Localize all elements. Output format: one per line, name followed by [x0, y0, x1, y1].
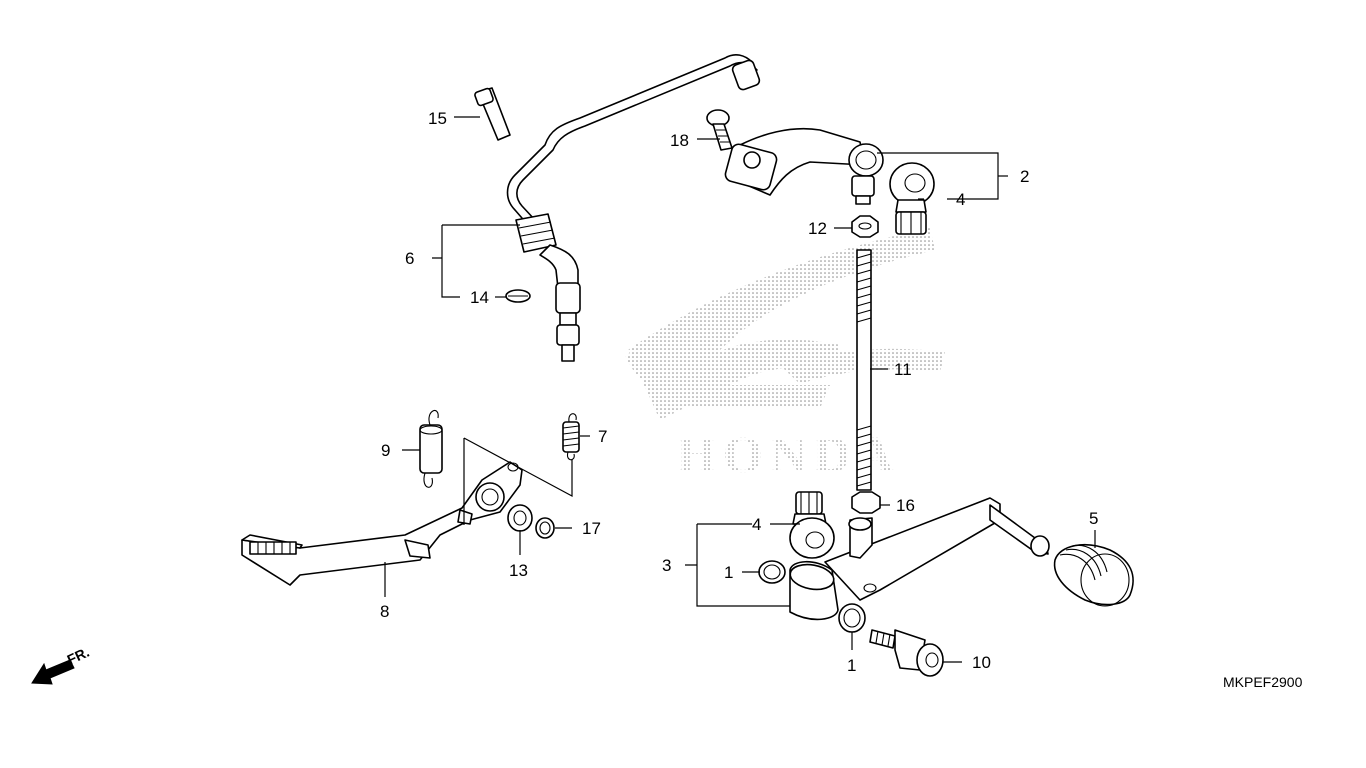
leader-lines [384, 116, 1096, 663]
callout-14: 14 [470, 288, 489, 307]
callout-17: 17 [582, 519, 601, 538]
callout-4-upper: 4 [956, 190, 965, 209]
callout-13: 13 [509, 561, 528, 580]
callout-4-lower: 4 [752, 515, 761, 534]
callout-16: 16 [896, 496, 915, 515]
front-label: FR. [65, 644, 92, 668]
callout-10: 10 [972, 653, 991, 672]
part-16-nut [851, 491, 881, 514]
part-4-lower-joint [789, 491, 835, 559]
callout-3: 3 [662, 556, 671, 575]
part-5-footpeg-rubber [1053, 544, 1134, 607]
part-12-nut [851, 215, 879, 238]
callout-5: 5 [1089, 509, 1098, 528]
callout-1-upper: 1 [724, 563, 733, 582]
part-14-small-clip [505, 289, 531, 303]
part-8-brake-pedal [241, 461, 523, 586]
part-1-upper-seal [758, 560, 786, 584]
part-9-spring [419, 409, 443, 488]
callout-8: 8 [380, 602, 389, 621]
callout-7: 7 [598, 427, 607, 446]
part-10-pivot-bolt [869, 629, 944, 677]
diagram-code: MKPEF2900 [1223, 674, 1303, 690]
part-13-washer [507, 504, 533, 532]
part-4-upper-joint [889, 162, 935, 235]
part-17-circlip [535, 517, 555, 539]
callout-2: 2 [1020, 167, 1029, 186]
callout-9: 9 [381, 441, 390, 460]
part-15-clip [474, 87, 511, 141]
front-direction-indicator: FR. [31, 644, 92, 685]
callout-18: 18 [670, 131, 689, 150]
callouts: 15 18 2 4 12 6 14 11 9 7 16 4 5 17 3 1 1… [380, 109, 1098, 675]
honda-wing-watermark: HONDA [625, 228, 945, 484]
part-3-shift-lever [789, 497, 1050, 621]
part-7-small-spring [562, 413, 580, 461]
callout-11: 11 [894, 360, 912, 379]
front-arrow-icon [31, 659, 75, 685]
part-11-tie-rod [856, 249, 872, 491]
part-2-shift-arm [724, 127, 884, 205]
part-18-bolt [706, 109, 733, 151]
callout-6: 6 [405, 249, 414, 268]
callout-15: 15 [428, 109, 447, 128]
part-1-lower-seal [838, 603, 866, 633]
callout-12: 12 [808, 219, 827, 238]
part-6-shift-rod [506, 53, 761, 362]
callout-1-lower: 1 [847, 656, 856, 675]
